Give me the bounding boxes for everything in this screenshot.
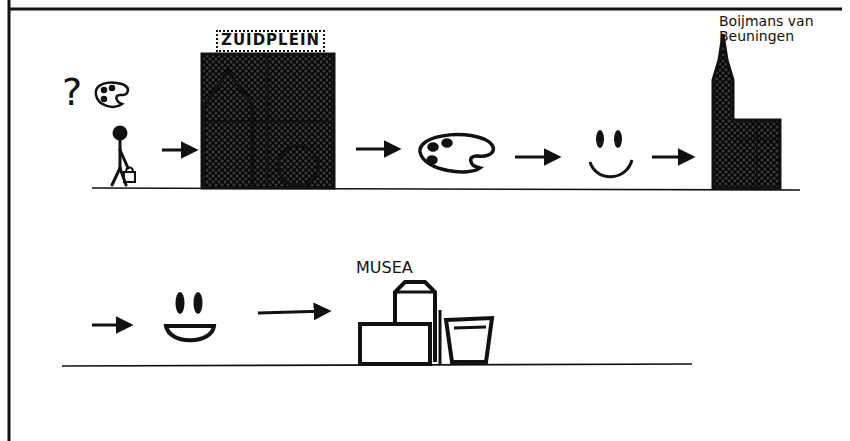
landmark-node: Boijmans van Beuningen	[705, 10, 817, 192]
landmark-node: MUSEA	[352, 258, 497, 368]
question-mark: ?	[62, 70, 82, 114]
landmark-name: MUSEA	[356, 260, 413, 277]
frame-line	[9, 8, 842, 11]
frame-line	[8, 0, 11, 441]
landmark-node: ZUIDPLEIN	[198, 26, 338, 192]
landmark-name: Boijmans van Beuningen	[719, 14, 815, 43]
thought-palette	[96, 82, 128, 106]
ground-line	[92, 188, 800, 190]
smiley-face	[590, 130, 632, 177]
person-figure	[112, 127, 135, 185]
flow-arrows	[92, 149, 692, 325]
big-smiley-face	[166, 292, 214, 340]
paint-palette	[420, 135, 493, 172]
landmark-name: ZUIDPLEIN	[216, 30, 325, 52]
